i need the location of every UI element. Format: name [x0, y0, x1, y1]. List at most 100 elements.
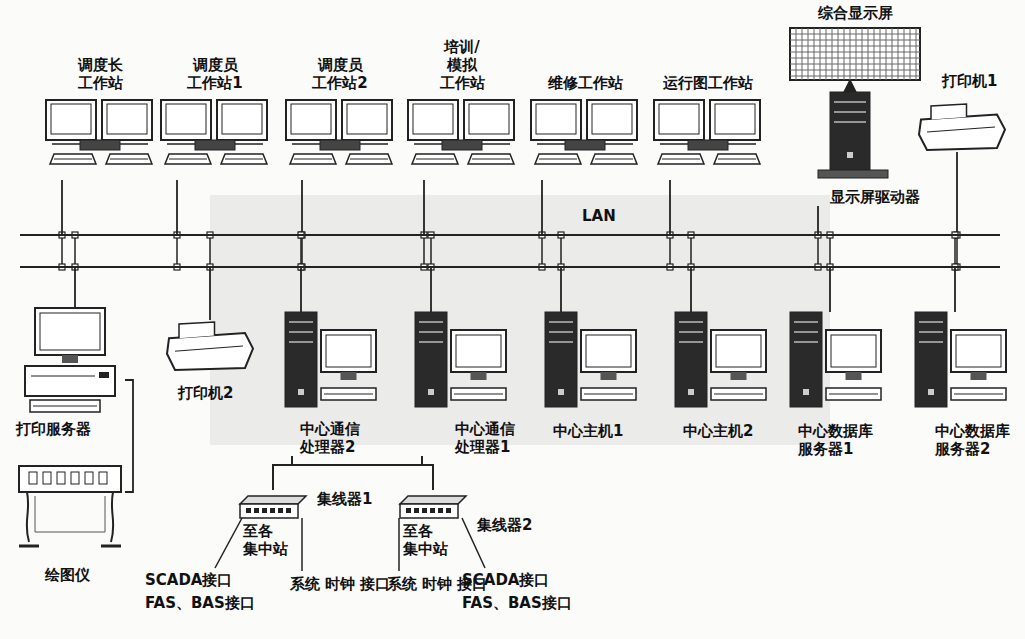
interface-label: 系统 时钟 接口	[290, 576, 390, 593]
keyboard-symbol	[106, 154, 152, 164]
display-grid	[790, 28, 920, 80]
icon-stroke	[790, 58, 920, 59]
device-icon	[42, 98, 158, 180]
device-icon	[917, 102, 1007, 152]
device-icon	[545, 312, 577, 407]
keyboard-symbol	[951, 388, 1006, 400]
icon-stroke	[19, 545, 121, 548]
icon-stroke	[916, 28, 917, 80]
icon-stroke	[790, 64, 920, 65]
connector-line	[301, 180, 303, 234]
monitor-symbol	[711, 330, 766, 372]
device-icon	[830, 92, 870, 170]
icon-stroke	[254, 508, 259, 513]
icon-stroke	[868, 28, 869, 80]
connector-line	[669, 180, 671, 234]
connector-line	[422, 456, 433, 490]
icon-stroke	[539, 159, 577, 160]
device-icon	[321, 330, 376, 380]
tower-symbol	[675, 312, 707, 407]
icon-stroke	[413, 104, 453, 134]
monitor-symbol	[321, 330, 376, 372]
icon-stroke	[790, 34, 920, 35]
icon-stroke	[419, 341, 443, 343]
bus-tap	[74, 234, 76, 268]
lan-bus: LAN	[20, 234, 1000, 268]
icon-stroke	[347, 104, 387, 134]
bus-tap	[669, 234, 671, 268]
keyboard-symbol	[714, 154, 760, 164]
icon-stroke	[586, 335, 631, 367]
icon-stroke	[298, 389, 304, 395]
icon-stroke	[919, 321, 943, 323]
icon-stroke	[350, 159, 388, 160]
icon-stroke	[794, 321, 818, 323]
icon-stroke	[558, 389, 564, 395]
keyboard-symbol	[321, 388, 376, 400]
device-icon	[404, 98, 520, 180]
icon-stroke	[584, 394, 633, 395]
icon-stroke	[829, 394, 878, 395]
icon-stroke	[904, 28, 905, 80]
bus-tap	[430, 234, 432, 268]
icon-stroke	[29, 472, 37, 484]
icon-stroke	[454, 394, 503, 395]
device-label: 调度员 工作站2	[312, 56, 367, 92]
icon-stroke	[27, 492, 114, 542]
interface-label: SCADA接口	[145, 572, 232, 589]
icon-stroke	[928, 389, 934, 395]
icon-stroke	[99, 472, 107, 484]
keyboard-symbol	[30, 400, 100, 412]
device-label: 绘图仪	[45, 566, 90, 584]
monitor-symbol	[408, 100, 458, 140]
device-icon	[711, 388, 766, 400]
icon-stroke	[919, 341, 943, 343]
device-icon	[711, 330, 766, 380]
icon-stroke	[262, 508, 267, 513]
device-icon	[915, 312, 947, 407]
icon-stroke	[289, 331, 313, 333]
connector-line	[541, 180, 543, 234]
device-label: 中心主机1	[553, 422, 623, 440]
plotter-symbol	[19, 466, 121, 492]
bus-label: LAN	[582, 207, 616, 225]
device-icon	[951, 388, 1006, 400]
device-node: 调度员 工作站2	[282, 40, 398, 180]
tower-symbol	[915, 312, 947, 407]
host-box	[195, 140, 235, 150]
monitor-symbol	[35, 308, 105, 355]
device-icon	[675, 312, 707, 407]
host-box	[565, 140, 605, 150]
icon-stroke	[790, 52, 920, 53]
tower-symbol	[285, 312, 317, 407]
keyboard-symbol	[50, 154, 96, 164]
icon-stroke	[856, 28, 857, 80]
icon-stroke	[956, 335, 1001, 367]
connector-line	[74, 268, 76, 308]
icon-stroke	[419, 321, 443, 323]
icon-stroke	[222, 104, 262, 134]
keyboard-symbol	[468, 154, 514, 164]
icon-stroke	[175, 346, 243, 351]
keyboard-symbol	[711, 388, 766, 400]
device-label: 至各 集中站	[403, 522, 448, 558]
icon-stroke	[324, 394, 373, 395]
monitor-symbol	[102, 100, 152, 140]
device-node: 显示屏驱动器	[808, 92, 930, 206]
connector-line	[430, 268, 432, 312]
icon-stroke	[107, 104, 147, 134]
device-icon	[157, 98, 273, 180]
icon-stroke	[790, 70, 920, 71]
connector-line	[956, 152, 958, 234]
icon-stroke	[430, 508, 435, 513]
monitor-symbol	[951, 330, 1006, 372]
icon-stroke	[838, 28, 839, 80]
connector-line	[125, 380, 133, 492]
icon-stroke	[715, 104, 755, 134]
icon-stroke	[660, 143, 756, 145]
host-box	[320, 140, 360, 150]
device-label: 打印服务器	[16, 420, 91, 438]
icon-stroke	[549, 331, 573, 333]
device-label: 中心数据库 服务器2	[935, 422, 1010, 458]
